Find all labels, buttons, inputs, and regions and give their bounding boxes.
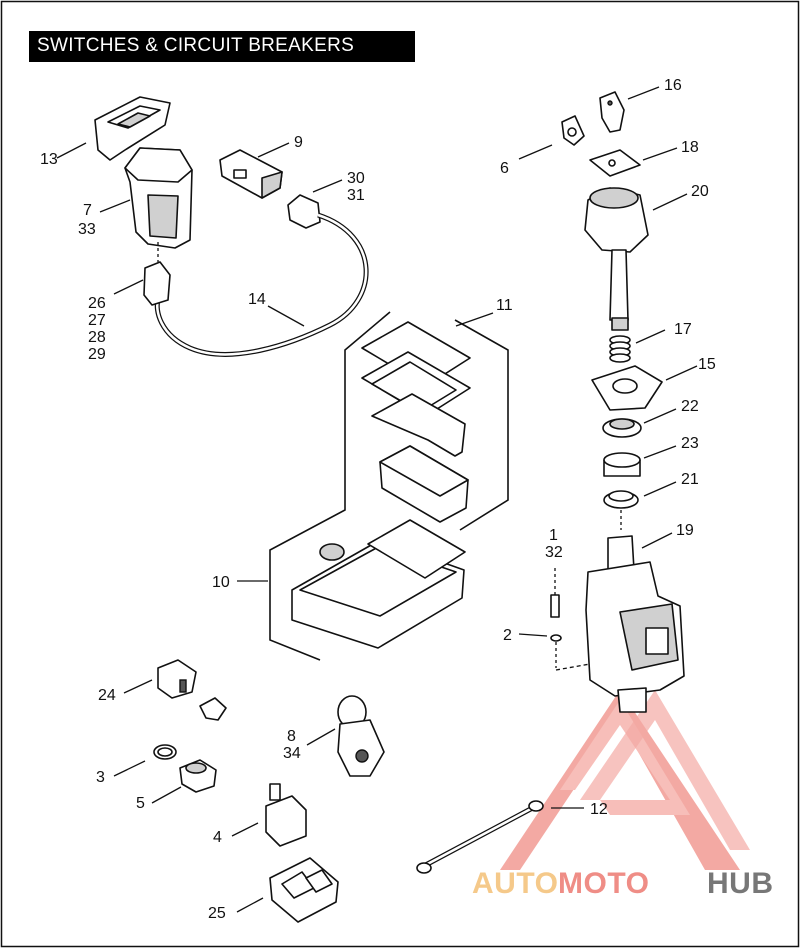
part-19-ignition-switch: [555, 535, 685, 713]
callout-8: 8: [287, 728, 296, 745]
callout-21: 21: [681, 471, 699, 488]
watermark-word-hub: HUB: [707, 867, 774, 900]
callout-16: 16: [664, 77, 682, 94]
part-16-key: [599, 91, 625, 133]
callout-12: 12: [590, 801, 608, 818]
part-23-cam: [603, 452, 641, 477]
callout-23: 23: [681, 435, 699, 452]
part-13-switch-cover: [94, 96, 171, 161]
leader-lines: [56, 86, 698, 913]
callout-24: 24: [98, 687, 116, 704]
callout-9: 9: [294, 134, 303, 151]
part-21-ring: [603, 490, 639, 530]
callout-13: 13: [40, 151, 58, 168]
callout-17: 17: [674, 321, 692, 338]
callout-29: 29: [88, 346, 106, 363]
diagram-title-bar: SWITCHES & CIRCUIT BREAKERS: [29, 31, 415, 62]
part-6-grommet: [561, 115, 585, 146]
part-8-key-tag: [337, 695, 385, 777]
part-17-spring: [609, 335, 631, 363]
callout-10: 10: [212, 574, 230, 591]
part-24-switch: [157, 659, 227, 721]
callout-34: 34: [283, 745, 301, 762]
callout-27: 27: [88, 312, 106, 329]
part-9-connector: [219, 149, 283, 199]
part-2-washer: [550, 634, 562, 668]
callout-5: 5: [136, 795, 145, 812]
callout-11: 11: [496, 297, 513, 314]
callout-6: 6: [500, 160, 509, 177]
callout-33: 33: [78, 221, 96, 238]
watermark-word-moto: MOTO: [558, 867, 649, 900]
callout-19: 19: [676, 522, 694, 539]
callout-7: 7: [83, 202, 92, 219]
part-4-relay: [265, 783, 307, 847]
callout-15: 15: [698, 356, 716, 373]
part-14-harness: [143, 194, 369, 357]
part-12-cable: [416, 800, 544, 874]
callout-31: 31: [347, 187, 365, 204]
watermark-logo: [500, 690, 750, 870]
part-7-switch: [124, 147, 193, 262]
part-1-screw: [550, 568, 560, 618]
part-18-plate: [589, 149, 641, 177]
part-5-switch: [179, 759, 217, 793]
part-25-bracket: [269, 857, 339, 923]
callout-28: 28: [88, 329, 106, 346]
callout-26: 26: [88, 295, 106, 312]
callout-14: 14: [248, 291, 266, 308]
watermark-word-auto: AUTO: [472, 867, 558, 900]
callout-labels: 13 7 33 9 30 31 26 27 28 29 14 11 10 16 …: [40, 77, 716, 922]
watermark-text: AUTO MOTO HUB: [472, 867, 774, 900]
part-3-o-ring: [153, 744, 177, 760]
part-11-breaker-box: [269, 311, 509, 661]
part-15-plate: [591, 365, 663, 411]
diagram-title: SWITCHES & CIRCUIT BREAKERS: [37, 35, 355, 56]
callout-3: 3: [96, 769, 105, 786]
part-22-bushing: [602, 418, 642, 438]
part-20-cap: [584, 187, 649, 331]
callout-22: 22: [681, 398, 699, 415]
callout-32: 32: [545, 544, 563, 561]
callout-30: 30: [347, 170, 365, 187]
callout-2: 2: [503, 627, 512, 644]
callout-1: 1: [549, 527, 558, 544]
callout-18: 18: [681, 139, 699, 156]
callout-4: 4: [213, 829, 222, 846]
callout-20: 20: [691, 183, 709, 200]
callout-25: 25: [208, 905, 226, 922]
